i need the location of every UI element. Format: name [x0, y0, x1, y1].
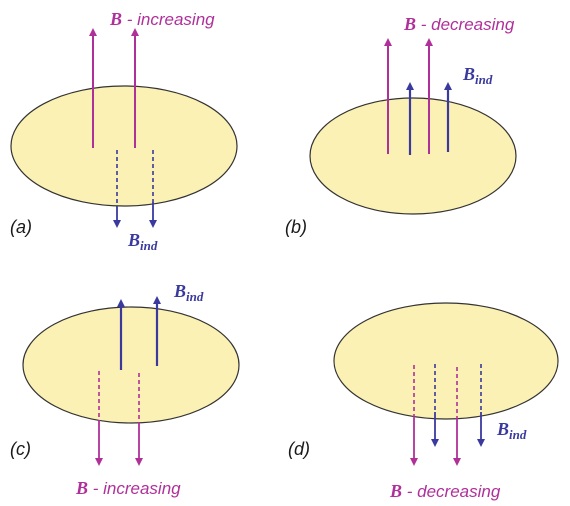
b-field-label: B - decreasing: [403, 14, 515, 34]
panel-label-b: (b): [285, 217, 307, 237]
loop-disk: [309, 97, 517, 215]
loop-disk: [333, 302, 559, 420]
b-ind-label: Bind: [462, 64, 493, 87]
loop-disk: [10, 85, 238, 207]
panel-label-d: (d): [288, 439, 310, 459]
panel-label-c: (c): [10, 439, 31, 459]
b-ind-label: Bind: [127, 230, 158, 253]
b-field-label: B - increasing: [75, 478, 181, 498]
b-ind-label: Bind: [173, 281, 204, 304]
b-field-label: B - decreasing: [389, 481, 501, 501]
b-ind-label: Bind: [496, 419, 527, 442]
loop-disk: [22, 306, 240, 424]
panel-label-a: (a): [10, 217, 32, 237]
panel-a: B - increasing Bind (a): [10, 9, 238, 253]
panel-b: B - decreasing Bind (b): [285, 14, 517, 237]
panel-d: Bind B - decreasing (d): [288, 302, 559, 501]
b-field-label: B - increasing: [109, 9, 215, 29]
panel-c: Bind B - increasing (c): [10, 281, 240, 498]
